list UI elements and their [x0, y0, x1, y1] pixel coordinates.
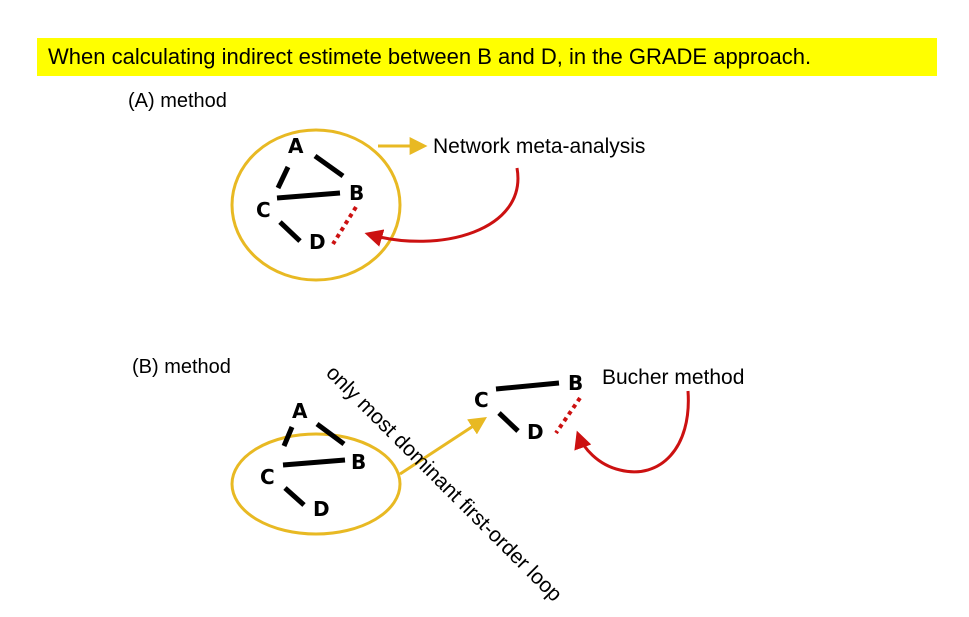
edge-a-b-a — [313, 153, 345, 179]
title-highlight — [37, 38, 937, 76]
node-d-a: D — [309, 230, 326, 254]
edge-b-d-indirect-a — [331, 205, 358, 246]
diagonal-note: only most dominant first-order loop — [321, 361, 566, 606]
network-ring-a — [230, 128, 402, 282]
node-a-b: A — [292, 399, 308, 423]
node-c-loop: C — [474, 388, 489, 412]
node-c-b: C — [260, 465, 275, 489]
section-b-label: (B) method — [132, 356, 231, 378]
curved-arrow-a — [364, 167, 520, 247]
page-title: When calculating indirect estimete betwe… — [48, 44, 811, 69]
node-c-a: C — [256, 198, 271, 222]
edge-a-c-a — [275, 165, 291, 190]
curved-arrow-b — [574, 390, 690, 474]
network-ring-b — [230, 432, 402, 536]
edge-a-c-b — [281, 426, 295, 447]
edge-b-d-indirect-loop — [554, 396, 582, 435]
edge-c-b-b — [282, 457, 346, 468]
node-b-loop: B — [568, 371, 583, 395]
edge-c-d-a — [278, 220, 302, 243]
node-b-b: B — [351, 450, 366, 474]
annotation-bucher: Bucher method — [602, 366, 744, 389]
edge-c-d-loop — [497, 411, 520, 433]
arrow-to-loop — [399, 417, 488, 476]
node-b-a: B — [349, 181, 364, 205]
node-a-a: A — [288, 134, 304, 158]
section-a-label: (A) method — [128, 90, 227, 112]
edge-c-b-loop — [495, 380, 560, 392]
edge-c-b-a — [276, 190, 341, 201]
node-d-b: D — [313, 497, 330, 521]
annotation-nma: Network meta-analysis — [433, 135, 645, 158]
node-d-loop: D — [527, 420, 544, 444]
edge-c-d-b — [283, 486, 306, 507]
edge-a-b-b — [315, 421, 346, 447]
